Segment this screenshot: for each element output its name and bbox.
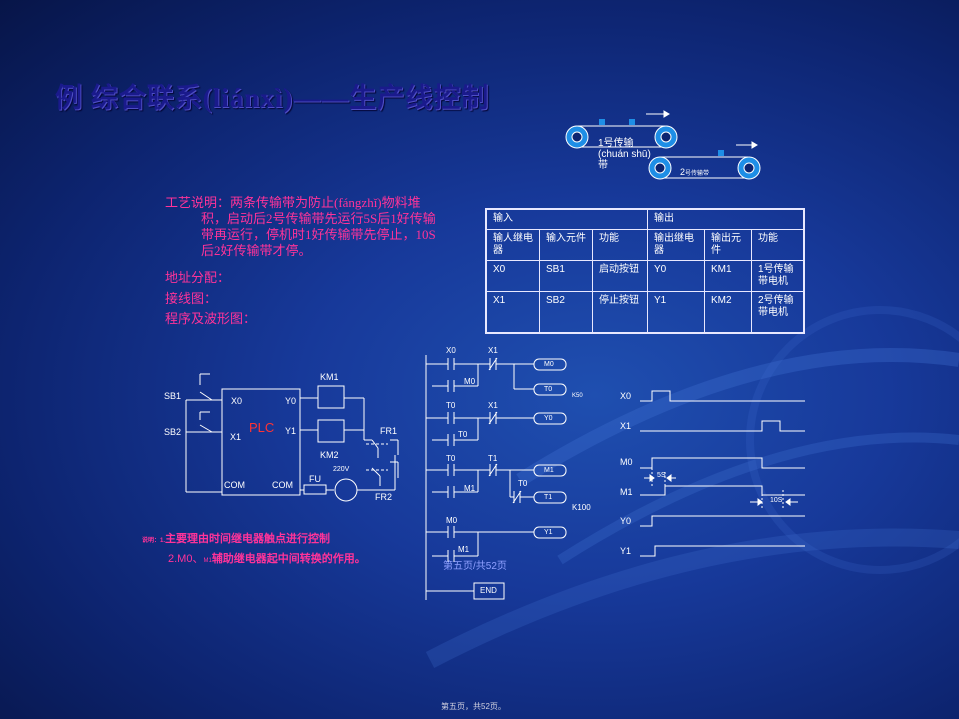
plc-label: PLC: [249, 420, 275, 435]
plc-y1: Y1: [285, 426, 297, 436]
page-note: 第五页/共52页: [443, 561, 507, 572]
note-1: 说明：1.主要理由时间继电器触点进行控制: [142, 533, 331, 545]
sb1-label: SB1: [164, 391, 182, 401]
io-allocation-table: 输入 输出 输人继电器 输入元件 功能 输出继电器 输出元件 功能 X0 SB1…: [485, 208, 805, 334]
ladder-label: T1: [488, 454, 498, 463]
voltage-label: 220V: [333, 466, 350, 473]
timer-preset: K50: [572, 393, 583, 399]
ladder-label: T0: [446, 401, 456, 410]
conveyor-2-label: 2号传输带: [680, 167, 710, 177]
delay-10s: 10S: [770, 497, 783, 504]
ladder-label: X1: [488, 346, 498, 355]
conveyor-1-label: 1号传输 (chuán shū) 带: [598, 138, 651, 171]
delay-5s: 5S: [657, 472, 666, 479]
col-header: 功能: [751, 228, 805, 261]
program-heading: 程序及波形图：: [165, 311, 257, 326]
com-1: COM: [224, 480, 245, 490]
ladder-label: T0: [518, 479, 528, 488]
wave-label: M1: [620, 487, 633, 497]
page-title: 例 综合联系(liánxì)——生产线控制: [55, 83, 490, 113]
col-header: 功能: [592, 228, 648, 261]
fr2-label: FR2: [375, 492, 393, 502]
col-header: 输出继电器: [647, 228, 705, 261]
ladder-label: M1: [458, 545, 470, 554]
process-description: 工艺说明：两条传输带为防止(fángzhǐ)物料堆 积，启动后2号传输带先运行5…: [165, 195, 436, 258]
fr1-label: FR1: [380, 426, 398, 436]
ladder-label: X0: [446, 346, 456, 355]
wave-label: X0: [620, 391, 632, 401]
table-row: X1 SB2 停止按钮 Y1 KM2 2号传输带电机: [485, 290, 805, 334]
coil-label: T1: [544, 494, 553, 501]
timer-preset: K100: [572, 503, 591, 512]
ladder-label: X1: [488, 401, 498, 410]
end-instruction: END: [480, 586, 497, 595]
ladder-label: M0: [446, 516, 458, 525]
col-header: 输入元件: [539, 228, 593, 261]
plc-x1: X1: [230, 432, 242, 442]
wave-label: Y1: [620, 546, 632, 556]
km1-label: KM1: [320, 372, 339, 382]
ladder-label: M0: [464, 377, 476, 386]
coil-label: M0: [544, 361, 554, 368]
plc-x0: X0: [231, 396, 243, 406]
km2-label: KM2: [320, 450, 339, 460]
ladder-label: M1: [464, 484, 476, 493]
wave-label: M0: [620, 457, 633, 467]
sb2-label: SB2: [164, 427, 182, 437]
coil-label: T0: [544, 386, 553, 393]
ladder-label: T0: [446, 454, 456, 463]
plc-y0: Y0: [285, 396, 297, 406]
wave-label: X1: [620, 421, 632, 431]
note-2: 2.M0、M1辅助继电器起中间转换的作用。: [168, 553, 366, 565]
page-footer: 第五页，共52页。: [441, 702, 506, 711]
ladder-label: T0: [458, 430, 468, 439]
coil-label: Y1: [544, 529, 553, 536]
wave-label: Y0: [620, 516, 632, 526]
coil-label: Y0: [544, 415, 553, 422]
fu-label: FU: [309, 474, 321, 484]
table-row: X0 SB1 启动按钮 Y0 KM1 1号传输带电机: [485, 259, 805, 292]
wiring-heading: 接线图：: [165, 291, 218, 306]
address-heading: 地址分配：: [165, 270, 231, 285]
com-2: COM: [272, 480, 293, 490]
coil-label: M1: [544, 467, 554, 474]
